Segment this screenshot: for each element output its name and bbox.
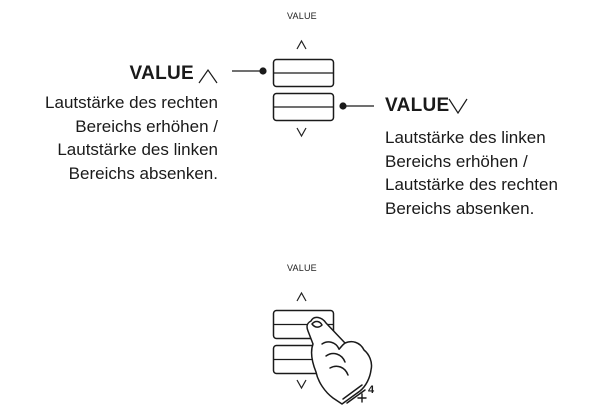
- down-caret-icon: [296, 379, 307, 390]
- leader-line-down: [339, 102, 374, 110]
- value-up-description: Lautstärke des rechten Bereichs erhöhen …: [0, 91, 218, 185]
- leader-line-up: [232, 67, 267, 75]
- description-line: Lautstärke des rechten: [385, 175, 558, 194]
- value-up-callout-title: VALUE: [129, 63, 194, 84]
- description-line: Bereichs absenken.: [385, 198, 535, 218]
- description-line: Bereichs absenken.: [68, 163, 218, 183]
- value-down-description: Lautstärke des linken Bereichs erhöhen /…: [385, 126, 600, 220]
- up-caret-icon: [296, 39, 307, 50]
- top-panel-label: VALUE: [287, 11, 317, 21]
- description-line: Lautstärke des linken: [385, 128, 546, 147]
- value-up-symbol-icon: [198, 68, 218, 84]
- description-line: Lautstärke des rechten: [45, 93, 218, 112]
- pressing-hand-icon: [306, 316, 373, 405]
- description-line: Bereichs erhöhen /: [385, 151, 528, 171]
- description-line: Bereichs erhöhen /: [75, 116, 218, 136]
- finger-number: 4: [368, 384, 375, 396]
- bottom-panel-label: VALUE: [287, 263, 317, 273]
- value-down-callout-title: VALUE: [385, 95, 450, 116]
- value-down-button[interactable]: [272, 92, 335, 122]
- up-caret-icon: [296, 291, 307, 302]
- value-down-symbol-icon: [448, 98, 468, 115]
- down-caret-icon: [296, 127, 307, 138]
- value-up-button[interactable]: [272, 58, 335, 88]
- description-line: Lautstärke des linken: [57, 140, 218, 159]
